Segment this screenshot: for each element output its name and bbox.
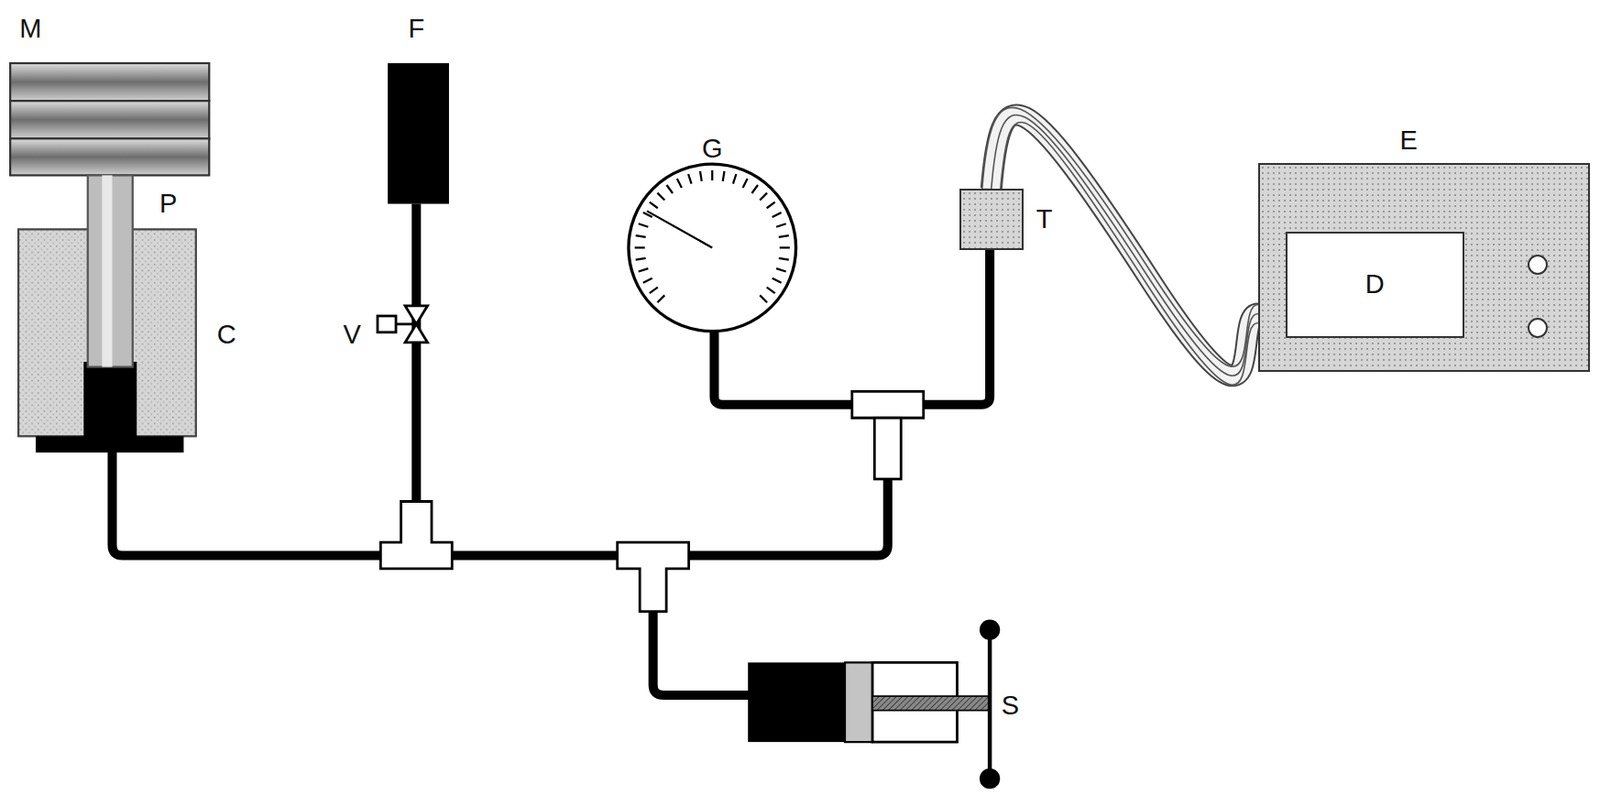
electronics-box: ED	[1258, 163, 1590, 373]
display-screen: D	[1285, 231, 1465, 340]
weight-stack	[10, 63, 209, 176]
part-letter: F	[407, 15, 425, 43]
pipe	[111, 204, 990, 696]
control-knob	[1527, 317, 1548, 339]
part-letter: S	[1001, 692, 1020, 720]
screw-pump	[747, 620, 1000, 790]
transducer-box: T	[959, 188, 1024, 251]
part-label: T	[1036, 206, 1053, 233]
part-letter: G	[701, 135, 724, 163]
piston-rod	[87, 175, 133, 367]
part-letter: M	[19, 15, 42, 43]
part-letter: C	[217, 321, 237, 349]
tee-fitting	[380, 391, 923, 612]
part-letter: V	[342, 321, 361, 349]
part-label: E	[1400, 127, 1418, 154]
part-label: D	[1365, 271, 1385, 298]
piston-highlight	[101, 175, 112, 367]
part-letter: P	[159, 190, 177, 218]
valve	[377, 306, 428, 343]
signal-cable	[982, 107, 1259, 385]
control-knob	[1527, 254, 1548, 275]
fluid-reservoir	[387, 63, 450, 205]
pressure-gauge	[628, 164, 797, 332]
